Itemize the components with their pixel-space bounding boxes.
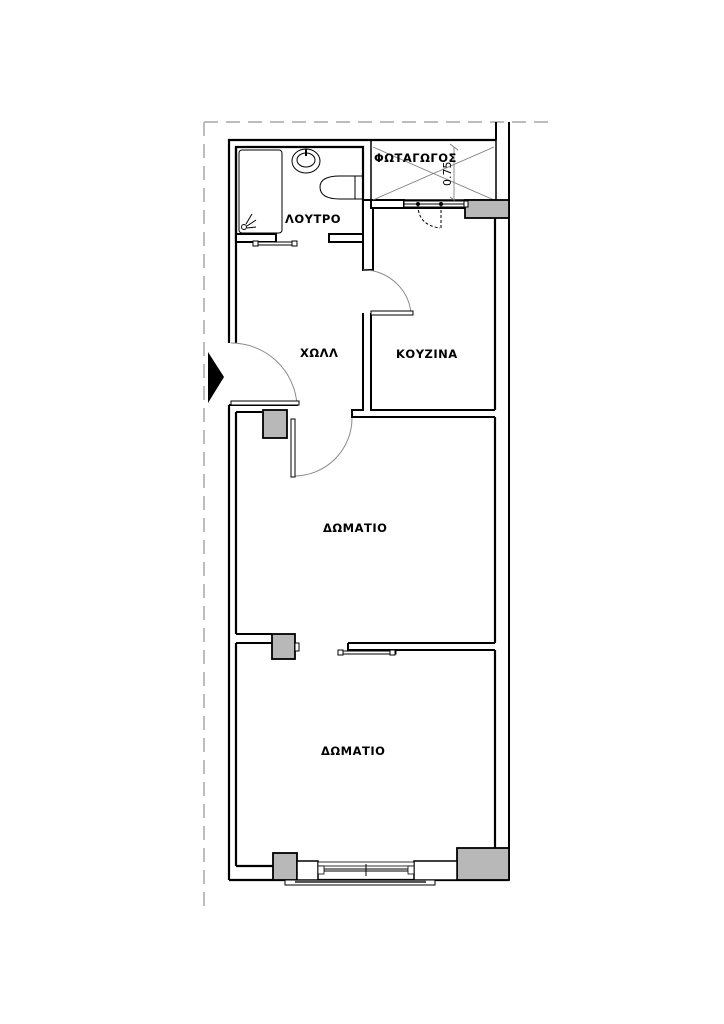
- toilet: [319, 175, 364, 200]
- building-edge: [495, 122, 510, 880]
- door-leaves: [230, 310, 414, 478]
- lightwell-window: [403, 200, 469, 229]
- room-label-kitchen: ΚΟΥΖΙΝΑ: [396, 347, 458, 361]
- entrance-arrow-icon: [208, 352, 224, 403]
- room-partition: [236, 633, 495, 651]
- bathtub: [238, 149, 283, 234]
- room-label-room1: ΔΩΜΑΤΙΟ: [323, 521, 387, 535]
- room-label-lightwell: ΦΩΤΑΓΩΓΟΣ: [374, 151, 457, 165]
- room-label-room2: ΔΩΜΑΤΙΟ: [321, 744, 385, 758]
- door-swings: [230, 269, 412, 477]
- plot-boundary: [203, 121, 556, 912]
- bathroom-door: [252, 240, 298, 247]
- lightwell-void: [372, 143, 495, 204]
- balcony-window: [284, 860, 458, 886]
- columns: [262, 199, 510, 881]
- dimension-lightwell-depth: 0.75: [441, 162, 454, 187]
- column-bumps: [294, 642, 300, 652]
- room-label-bathroom: ΛΟΥΤΡΟ: [285, 212, 341, 226]
- washbasin: [291, 148, 321, 174]
- room-label-hall: ΧΩΛΛ: [300, 346, 338, 360]
- room2-door: [337, 649, 397, 656]
